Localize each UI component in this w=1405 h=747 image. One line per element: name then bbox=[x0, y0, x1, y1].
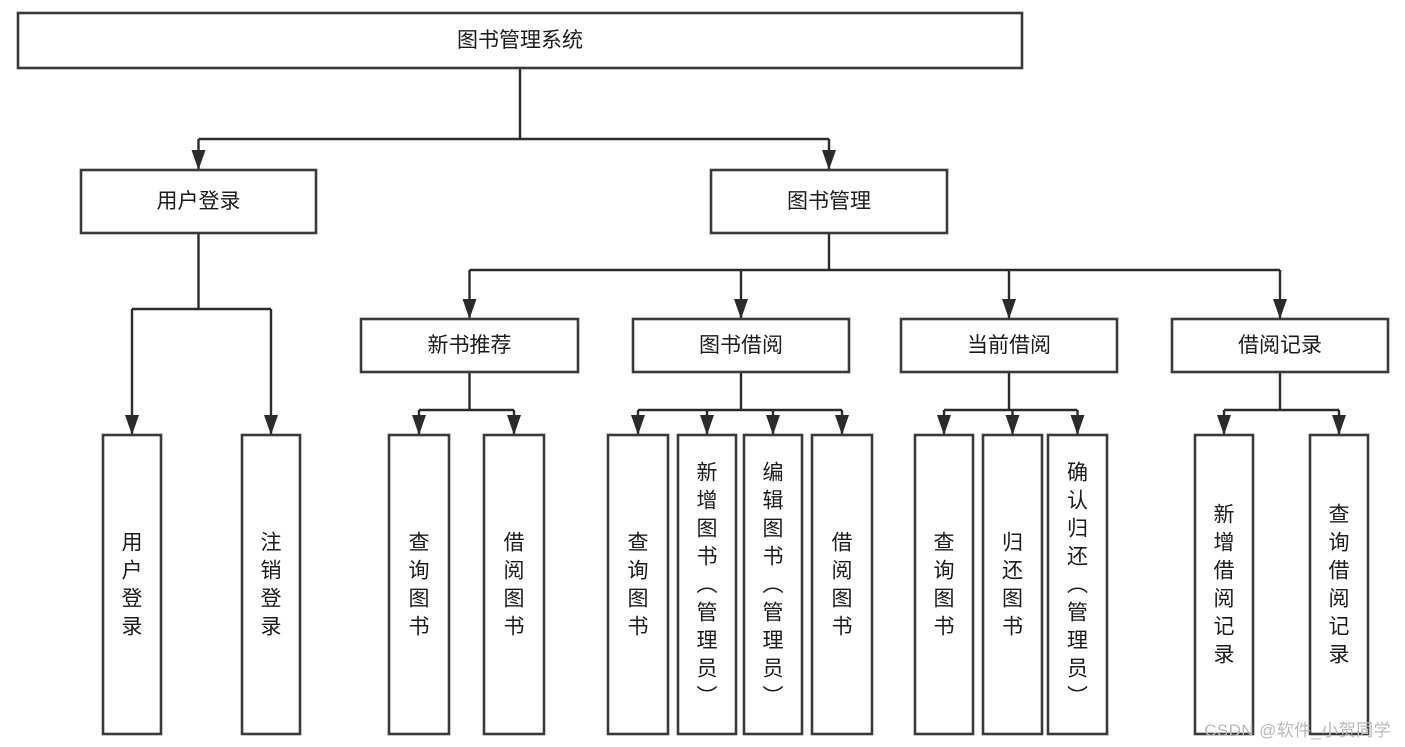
csdn-watermark: CSDN @软件_小贺同学 bbox=[1204, 721, 1391, 740]
arrow-head-icon bbox=[766, 415, 780, 435]
node-box bbox=[709, 168, 949, 235]
node-box bbox=[676, 433, 738, 736]
node-label: 归还图书 bbox=[1002, 532, 1023, 639]
node-label: 借阅记录 bbox=[1238, 334, 1322, 357]
node-leaf-query-record[interactable]: 查询借阅记录 bbox=[1308, 433, 1370, 736]
node-borrow-record[interactable]: 借阅记录 bbox=[1170, 317, 1390, 374]
arrow-head-icon bbox=[734, 299, 748, 319]
edge-group-root bbox=[191, 68, 836, 170]
node-box bbox=[810, 433, 874, 736]
edge-group-book-manage bbox=[462, 233, 1287, 319]
arrow-head-icon bbox=[462, 299, 477, 319]
arrow-head-icon bbox=[937, 415, 951, 435]
node-box bbox=[606, 433, 670, 736]
node-label: 图书借阅 bbox=[699, 334, 783, 357]
node-box bbox=[1170, 317, 1390, 374]
edge-group-user-login bbox=[125, 233, 278, 435]
node-box bbox=[101, 433, 163, 736]
node-box bbox=[913, 433, 975, 736]
node-leaf-query-book-2[interactable]: 查询图书 bbox=[606, 433, 670, 736]
arrow-head-icon bbox=[822, 150, 836, 170]
arrow-head-icon bbox=[507, 415, 521, 435]
node-box bbox=[981, 433, 1044, 736]
node-user-login[interactable]: 用户登录 bbox=[79, 168, 318, 235]
edge-group-book-borrow bbox=[631, 372, 849, 435]
arrow-head-icon bbox=[1070, 415, 1085, 435]
node-current-borrow[interactable]: 当前借阅 bbox=[899, 317, 1119, 374]
node-label: 当前借阅 bbox=[967, 334, 1051, 357]
node-book-borrow[interactable]: 图书借阅 bbox=[631, 317, 851, 374]
node-label: 借阅图书 bbox=[832, 532, 853, 639]
node-box bbox=[631, 317, 851, 374]
arrow-head-icon bbox=[1273, 299, 1287, 319]
node-box bbox=[1308, 433, 1370, 736]
node-box bbox=[79, 168, 318, 235]
node-book-manage[interactable]: 图书管理 bbox=[709, 168, 949, 235]
node-box bbox=[387, 433, 451, 736]
arrow-head-icon bbox=[412, 415, 426, 435]
node-leaf-query-book-3[interactable]: 查询图书 bbox=[913, 433, 975, 736]
node-leaf-return-book[interactable]: 归还图书 bbox=[981, 433, 1044, 736]
node-layer: 图书管理系统用户登录图书管理新书推荐图书借阅当前借阅借阅记录用户登录注销登录查询… bbox=[16, 11, 1390, 736]
arrow-head-icon bbox=[1217, 415, 1231, 435]
node-leaf-add-record[interactable]: 新增借阅记录 bbox=[1193, 433, 1255, 736]
node-label: 新增图书︵管理员︶ bbox=[697, 462, 718, 709]
node-label: 借阅图书 bbox=[504, 532, 525, 639]
node-box bbox=[742, 433, 804, 736]
node-leaf-add-book[interactable]: 新增图书︵管理员︶ bbox=[676, 433, 738, 736]
arrow-head-icon bbox=[700, 415, 714, 435]
node-label: 注销登录 bbox=[261, 532, 282, 639]
edge-group-new-book-rec bbox=[412, 372, 521, 435]
node-leaf-borrow-book-1[interactable]: 借阅图书 bbox=[482, 433, 546, 736]
edge-layer bbox=[125, 68, 1346, 435]
arrow-head-icon bbox=[1332, 415, 1346, 435]
node-box bbox=[359, 317, 580, 374]
arrow-head-icon bbox=[1005, 415, 1020, 435]
node-leaf-borrow-book-2[interactable]: 借阅图书 bbox=[810, 433, 874, 736]
arrow-head-icon bbox=[264, 415, 278, 435]
node-label: 用户登录 bbox=[122, 532, 143, 639]
edge-group-current-borrow bbox=[937, 372, 1085, 435]
node-label: 新增借阅记录 bbox=[1214, 504, 1235, 667]
arrow-head-icon bbox=[835, 415, 849, 435]
node-label: 用户登录 bbox=[157, 190, 241, 213]
node-label: 查询图书 bbox=[409, 532, 430, 639]
node-box bbox=[899, 317, 1119, 374]
node-label: 编辑图书︵管理员︶ bbox=[763, 462, 784, 709]
edge-group-borrow-record bbox=[1217, 372, 1346, 435]
node-leaf-edit-book[interactable]: 编辑图书︵管理员︶ bbox=[742, 433, 804, 736]
arrow-head-icon bbox=[191, 150, 206, 170]
node-box bbox=[240, 433, 302, 736]
node-leaf-logout[interactable]: 注销登录 bbox=[240, 433, 302, 736]
node-box bbox=[16, 11, 1024, 70]
arrow-head-icon bbox=[631, 415, 645, 435]
arrow-head-icon bbox=[125, 415, 139, 435]
node-new-book-rec[interactable]: 新书推荐 bbox=[359, 317, 580, 374]
node-box bbox=[482, 433, 546, 736]
node-root[interactable]: 图书管理系统 bbox=[16, 11, 1024, 70]
node-leaf-user-login[interactable]: 用户登录 bbox=[101, 433, 163, 736]
node-box bbox=[1046, 433, 1109, 736]
node-label: 查询借阅记录 bbox=[1329, 504, 1350, 667]
arrow-head-icon bbox=[1002, 299, 1016, 319]
node-label: 新书推荐 bbox=[428, 334, 512, 357]
node-box bbox=[1193, 433, 1255, 736]
node-label: 查询图书 bbox=[934, 532, 955, 639]
node-label: 图书管理 bbox=[787, 190, 871, 213]
node-label: 查询图书 bbox=[628, 532, 649, 639]
node-label: 图书管理系统 bbox=[457, 29, 583, 52]
node-leaf-query-book-1[interactable]: 查询图书 bbox=[387, 433, 451, 736]
node-leaf-confirm-return[interactable]: 确认归还︵管理员︶ bbox=[1046, 433, 1109, 736]
node-label: 确认归还︵管理员︶ bbox=[1067, 462, 1088, 709]
